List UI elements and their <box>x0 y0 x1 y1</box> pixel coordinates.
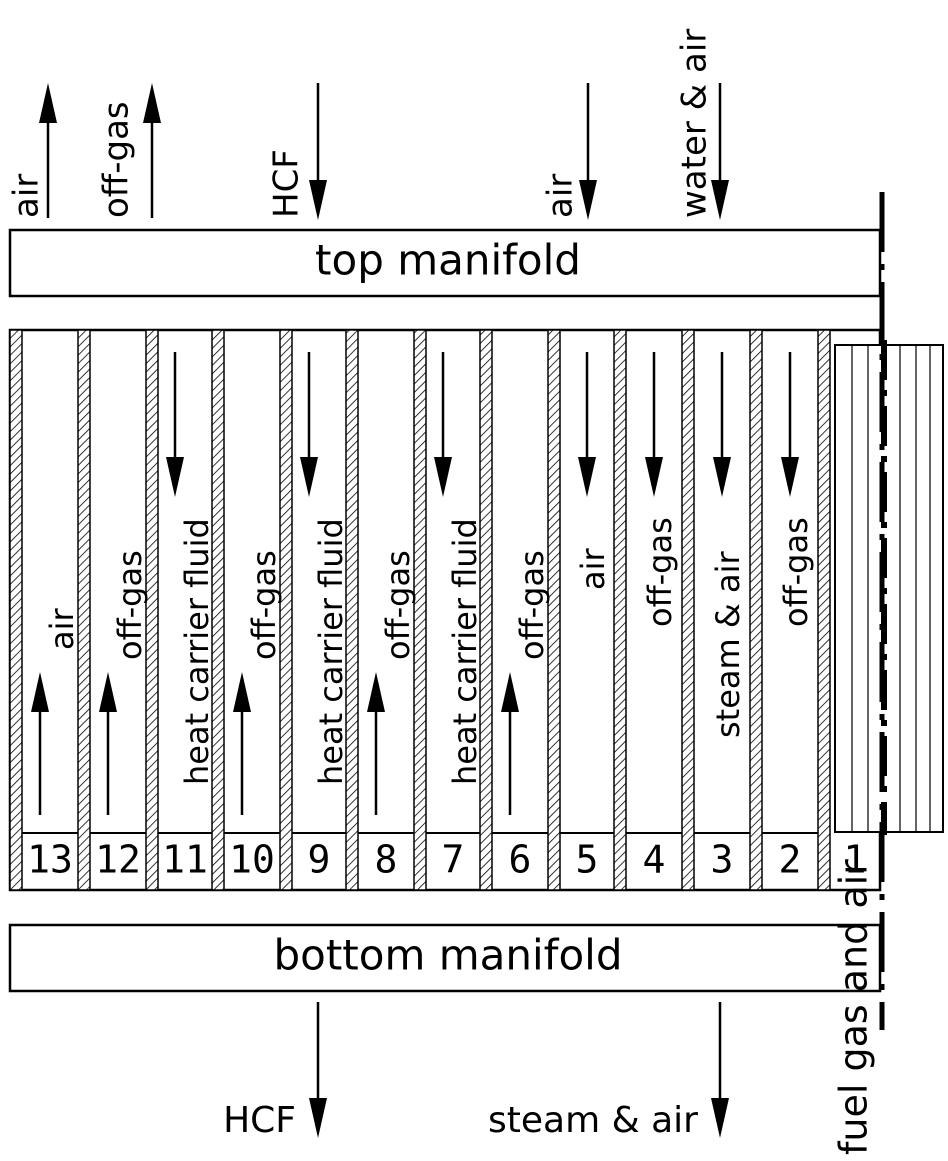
channel-10: 10 off-gas <box>229 550 283 881</box>
flow-arrow-up <box>31 672 49 815</box>
channel-6: 6 off-gas <box>501 550 551 882</box>
flow-arrow-up <box>367 672 385 815</box>
top-stream-1: air <box>7 83 57 218</box>
channel-wall <box>77 329 91 891</box>
channel-11: 11 heat carrier fluid <box>162 352 216 882</box>
bottom-stream-1: HCF <box>223 1002 327 1141</box>
top-stream-label: air <box>7 174 47 218</box>
channel-label: off-gas <box>777 517 815 627</box>
top-stream-4: air <box>541 83 597 220</box>
channel-wall <box>479 329 493 891</box>
flow-arrow-up <box>233 672 251 815</box>
channel-label: steam & air <box>709 551 747 738</box>
top-stream-2: off-gas <box>97 83 161 218</box>
channel-12: 12 off-gas <box>95 550 149 881</box>
bottom-streams: HCF steam & air <box>223 1002 729 1141</box>
channel-wall <box>413 329 427 891</box>
channel-wall <box>345 329 359 891</box>
channel-number: 13 <box>27 838 73 882</box>
channel-number: 10 <box>229 838 275 882</box>
channel-8: 8 off-gas <box>367 550 417 882</box>
top-stream-3: HCF <box>267 83 327 220</box>
channel-label: heat carrier fluid <box>446 518 484 785</box>
top-manifold: top manifold <box>8 228 882 298</box>
bottom-stream-label: HCF <box>223 1100 296 1141</box>
channel-wall <box>749 329 763 891</box>
channel-label: off-gas <box>641 517 679 627</box>
channel-wall <box>279 329 293 891</box>
channel-label: off-gas <box>379 550 417 660</box>
bottom-manifold-label: bottom manifold <box>273 931 622 980</box>
channel-number: 7 <box>442 838 465 882</box>
channel-wall <box>9 329 23 891</box>
channel-label: off-gas <box>245 550 283 660</box>
channel-9: 9 heat carrier fluid <box>300 352 350 882</box>
channel-walls <box>9 329 831 891</box>
channel-wall <box>817 329 831 891</box>
bottom-manifold: bottom manifold <box>8 923 882 993</box>
top-stream-label: water & air <box>675 29 715 218</box>
channel-label: off-gas <box>111 550 149 660</box>
flow-arrow-up <box>99 672 117 815</box>
burner-insert <box>834 340 944 835</box>
stream-arrow-down <box>309 83 327 220</box>
channel-wall <box>547 329 561 891</box>
channel-5: 5 air <box>574 352 612 882</box>
stream-arrow-up <box>39 83 57 218</box>
top-stream-label: HCF <box>267 149 307 218</box>
flow-arrow-down <box>166 352 184 497</box>
top-manifold-label: top manifold <box>315 236 581 285</box>
channel-number: 4 <box>643 838 666 882</box>
stream-arrow-down <box>579 83 597 220</box>
flow-arrow-down <box>578 352 596 497</box>
channel-label: heat carrier fluid <box>312 518 350 785</box>
channel-label: air <box>43 608 81 651</box>
channel-7: 7 heat carrier fluid <box>434 352 484 882</box>
channel-label: off-gas <box>513 550 551 660</box>
stream-arrow-down <box>711 83 729 220</box>
flow-arrow-down <box>713 352 731 497</box>
channel-wall <box>211 329 225 891</box>
stream-arrow-down <box>309 1002 327 1138</box>
channel-number: 12 <box>95 838 141 882</box>
channel-number: 3 <box>711 838 734 882</box>
flow-arrow-down <box>300 352 318 497</box>
channel-label: air <box>574 548 612 591</box>
channel-number: 5 <box>576 838 599 882</box>
channel-number: 2 <box>779 838 802 882</box>
flow-arrow-up <box>501 672 519 815</box>
channel-3: 3 steam & air <box>709 352 747 882</box>
channel-2: 2 off-gas <box>777 352 815 882</box>
stream-arrow-down <box>711 1002 729 1138</box>
channel-13: 13 air <box>27 608 81 882</box>
top-stream-label: off-gas <box>97 101 137 218</box>
flow-arrow-down <box>781 352 799 497</box>
channel-wall <box>613 329 627 891</box>
flow-arrow-down <box>645 352 663 497</box>
channel-wall <box>681 329 695 891</box>
stream-arrow-up <box>143 83 161 218</box>
channel-number: 8 <box>375 838 398 882</box>
channel-number: 1 <box>844 838 867 882</box>
top-stream-5: water & air <box>675 29 729 220</box>
channel-number: 6 <box>509 838 532 882</box>
channel-4: 4 off-gas <box>641 352 679 882</box>
bottom-stream-label: steam & air <box>488 1100 698 1141</box>
flow-arrow-down <box>434 352 452 497</box>
channel-label: heat carrier fluid <box>178 518 216 785</box>
channel-wall <box>145 329 159 891</box>
channel-number: 9 <box>308 838 331 882</box>
channel-number: 11 <box>162 838 208 882</box>
bottom-stream-2: steam & air <box>488 1002 729 1141</box>
burner-feed-label: fuel gas and air <box>832 859 876 1155</box>
top-streams: air off-gas HCF air water & air <box>7 29 729 220</box>
top-stream-label: air <box>541 174 581 218</box>
